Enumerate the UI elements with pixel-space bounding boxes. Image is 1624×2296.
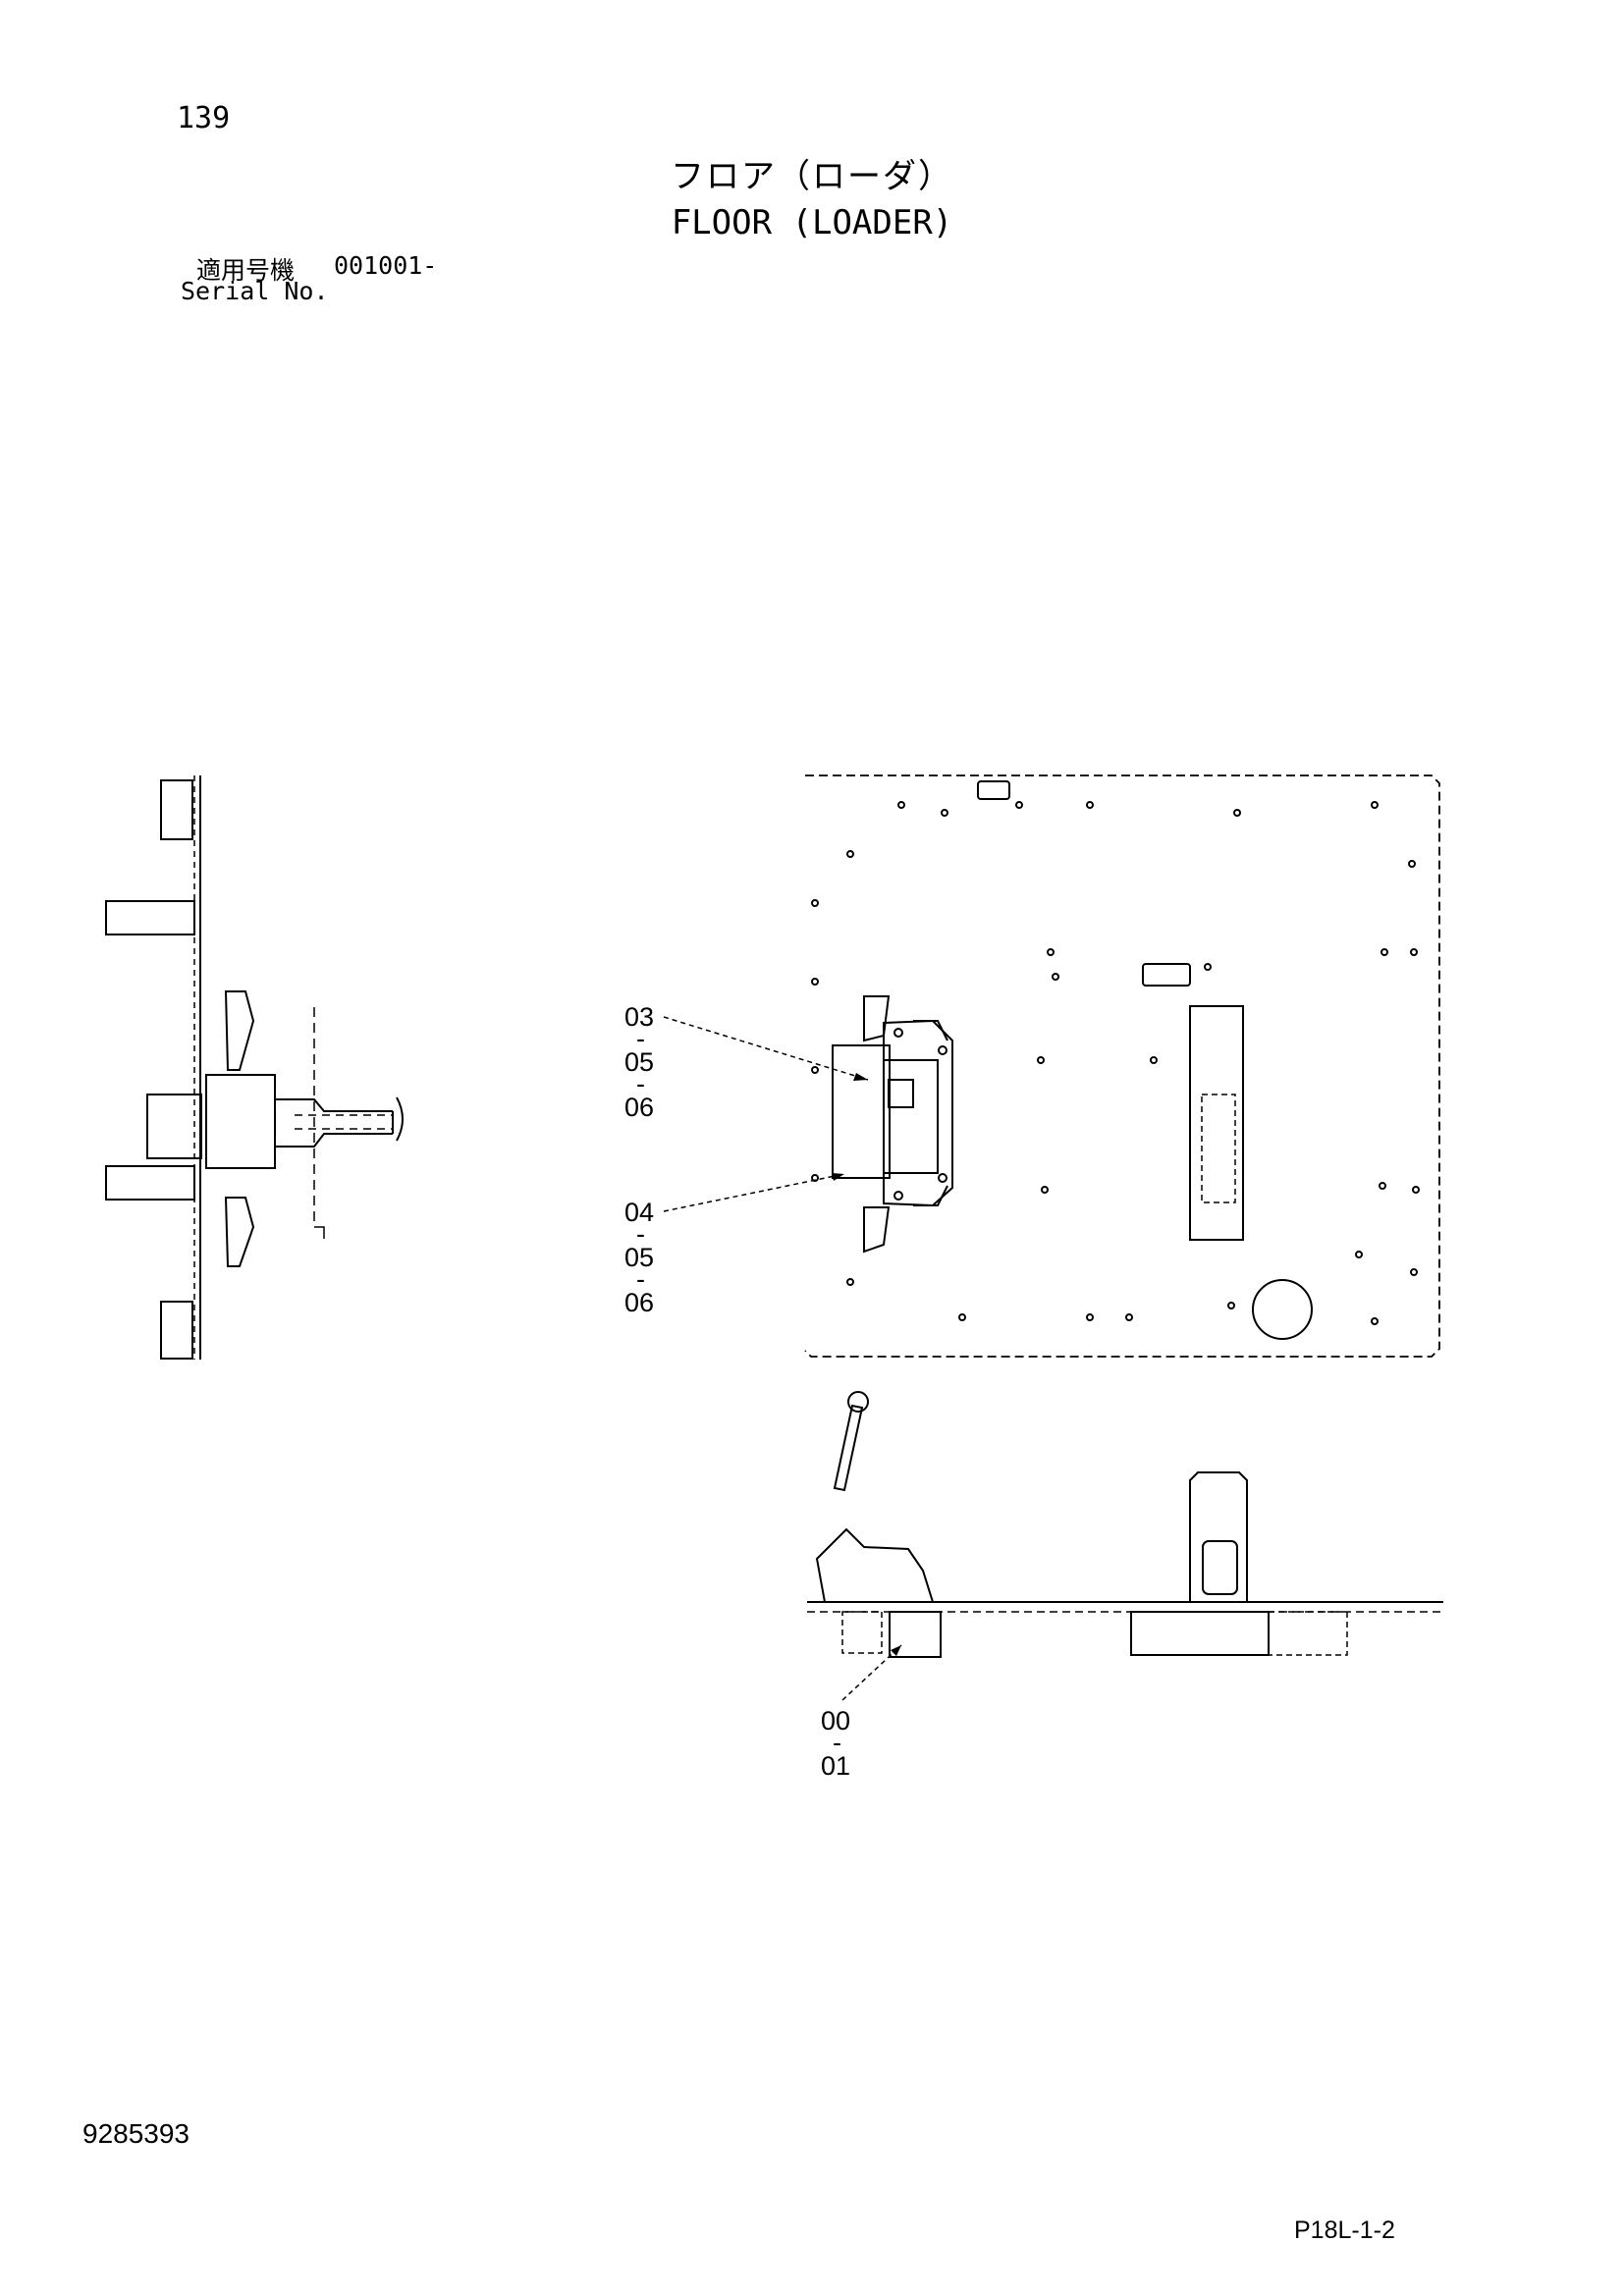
serial-label-english: Serial No. <box>181 277 329 305</box>
callout-lower-line-5: 06 <box>624 1288 654 1317</box>
side-view-bottom <box>807 1391 1443 1658</box>
callout-upper-line-5: 06 <box>624 1093 654 1122</box>
plan-view <box>804 774 1440 1358</box>
callout-lower-line-1: 04 <box>624 1198 654 1227</box>
leader-arrowheads <box>832 1073 901 1656</box>
side-view-left <box>105 775 404 1360</box>
page-number: 139 <box>177 101 231 135</box>
serial-number-value: 001001- <box>334 251 438 280</box>
callout-lower-line-4: - <box>636 1264 645 1294</box>
leader-lines <box>663 1016 902 1701</box>
title-japanese: フロア（ローダ） <box>671 157 953 196</box>
arrow-bottom <box>891 1645 901 1656</box>
callout-bottom-line-1: 00 <box>821 1706 850 1735</box>
callout-upper-line-1: 03 <box>624 1002 654 1032</box>
callout-upper-line-2: - <box>636 1024 645 1053</box>
leader-lower <box>663 1173 845 1212</box>
serial-label-japanese: 適用号機 <box>196 256 296 285</box>
callout-upper-line-4: - <box>636 1069 645 1098</box>
callout-upper-line-3: 05 <box>624 1047 654 1077</box>
callout-lower-line-2: - <box>636 1219 645 1249</box>
document-number: 9285393 <box>82 2118 190 2149</box>
callout-lower-line-3: 05 <box>624 1243 654 1272</box>
page-code: P18L-1-2 <box>1294 2216 1395 2244</box>
callout-bottom-line-3: 01 <box>821 1751 850 1781</box>
callout-bottom-line-2: - <box>833 1728 841 1757</box>
title-english: FLOOR (LOADER) <box>671 203 953 242</box>
leader-bottom <box>841 1644 902 1701</box>
leader-upper <box>663 1016 869 1081</box>
arrow-lower <box>832 1173 844 1181</box>
arrow-upper <box>853 1073 868 1081</box>
